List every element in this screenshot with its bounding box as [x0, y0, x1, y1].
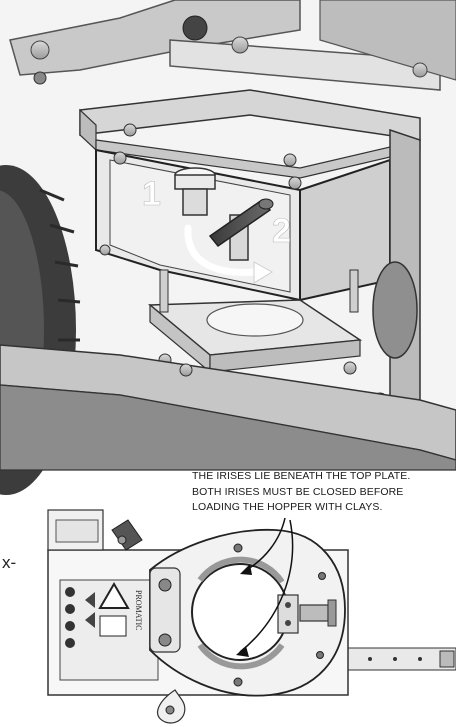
play-icon — [85, 612, 95, 628]
step-label-2: 2 — [272, 212, 291, 250]
manual-icon — [99, 615, 127, 637]
iris-warning-callout: THE IRISES LIE BENEATH THE TOP PLATE. BO… — [192, 469, 454, 516]
chassis-beam — [0, 344, 456, 471]
prohibition-icon — [65, 587, 75, 597]
step-label-1: 1 — [142, 175, 161, 213]
top-figure: 1 2 — [0, 0, 456, 495]
left-edge-text-fragment: x- — [2, 553, 17, 572]
safety-icon — [65, 604, 75, 614]
iris-assembly — [148, 261, 418, 375]
brand-label: PROMATIC — [134, 590, 143, 630]
warning-label-panel: PROMATIC — [59, 579, 159, 681]
ear-protection-icon — [65, 638, 75, 648]
play-icon — [85, 592, 95, 608]
part-1-knob — [174, 167, 216, 216]
part-2-handle — [208, 198, 274, 261]
rotation-arrow — [184, 224, 273, 284]
eye-protection-icon — [65, 621, 75, 631]
clamp-mechanism — [277, 594, 337, 634]
arrow-head-top-iris — [240, 564, 252, 575]
arrow-head-bottom-iris — [236, 646, 249, 657]
upper-frame — [9, 0, 456, 91]
warning-triangle-icon — [98, 582, 130, 609]
callout-line-1: THE IRISES LIE BENEATH THE TOP PLATE. — [192, 470, 411, 482]
callout-line-2: BOTH IRISES MUST BE CLOSED BEFORE — [192, 485, 404, 498]
iris-opening — [191, 563, 289, 661]
locking-pin — [111, 519, 143, 551]
bottom-rail — [339, 647, 456, 671]
top-plate — [149, 528, 346, 724]
bottom-figure: PROMATIC — [47, 509, 456, 724]
callout-line-3: LOADING THE HOPPER WITH CLAYS. — [192, 501, 383, 513]
